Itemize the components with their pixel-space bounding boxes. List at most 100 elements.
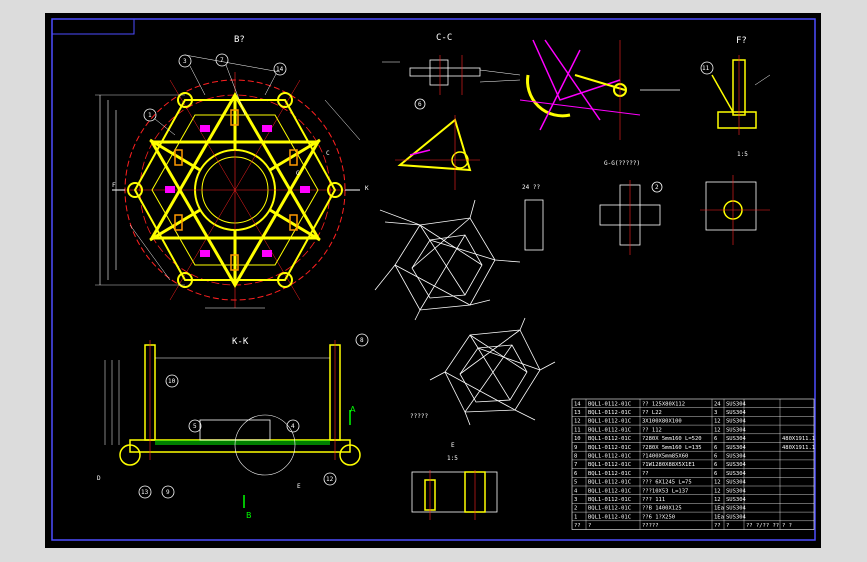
parts-table-cell-qty: 12 — [714, 480, 721, 486]
view-f-detail — [700, 55, 771, 135]
parts-table-cell-code: BQL1-0112-01C — [588, 480, 631, 486]
callout-9: 9 — [166, 489, 170, 496]
parts-table-cell-no: 11 — [574, 427, 581, 433]
parts-table-cell-no: 4 — [574, 488, 578, 494]
parts-table-cell-mat: SUS304 — [726, 445, 747, 451]
parts-table-cell-qty: 24 — [714, 401, 721, 407]
parts-table-header-qty: ?? — [714, 523, 721, 529]
parts-table-cell-qty: 6 — [714, 462, 717, 468]
parts-table-cell-no: 9 — [574, 445, 577, 451]
parts-table-cell-mat: SUS304 — [726, 488, 747, 494]
parts-table-header-note: ? ? — [782, 523, 792, 529]
callout-5: 5 — [193, 423, 197, 430]
parts-table-cell-mat: SUS304 — [726, 480, 747, 486]
parts-table-cell-no: 10 — [574, 436, 581, 442]
label-b: B — [246, 511, 252, 520]
parts-table-cell-name: ?1W1280X88X5X1E1 — [642, 462, 695, 468]
view-e-detail — [411, 470, 498, 520]
parts-table-cell-qty: 12 — [714, 488, 721, 494]
callout-10: 10 — [168, 378, 176, 385]
label-e: E — [297, 483, 301, 490]
parts-table-cell-qty: 12 — [714, 497, 721, 503]
callout-8: 8 — [360, 337, 364, 344]
label-a: A — [350, 405, 356, 414]
drawing-border — [51, 18, 816, 541]
parts-table-header-weight: ?? ?/?? ?? — [746, 523, 779, 529]
view-kk-title: K-K — [232, 337, 249, 347]
isometric-view-lower — [429, 317, 556, 426]
parts-table-cell-mat: SUS304 — [726, 436, 747, 442]
view-24-title: 24 ?? — [522, 184, 540, 191]
label-g: G — [296, 170, 300, 177]
view-gg-title: G-G(?????) — [604, 160, 640, 167]
view-e-scale: 1:5 — [447, 455, 458, 462]
parts-table-cell-code: BQL1-0112-01C — [588, 488, 631, 494]
parts-table-cell-qty: 6 — [714, 445, 717, 451]
parts-table-cell-qty: 12 — [714, 427, 721, 433]
parts-table-cell-qty: 3 — [714, 410, 717, 416]
parts-table-cell-no: 2 — [574, 506, 577, 512]
parts-table-cell-code: BQL1-0112-01C — [588, 506, 631, 512]
parts-table-cell-note: 480X1911.1 — [782, 436, 815, 442]
parts-table-header-mat: ? — [726, 523, 729, 529]
parts-table-cell-no: 5 — [574, 480, 577, 486]
parts-table-cell-no: 12 — [574, 419, 581, 425]
parts-table-cell-mat: SUS304 — [726, 410, 747, 416]
parts-table-cell-mat: SUS304 — [726, 471, 747, 477]
view-f-title: F? — [736, 36, 747, 46]
callout-14: 14 — [276, 66, 284, 73]
title-tab — [51, 18, 135, 35]
parts-table-cell-qty: 6 — [714, 436, 717, 442]
parts-table-cell-code: BQL1-0112-01C — [588, 401, 631, 407]
parts-table-cell-code: BQL1-0112-01C — [588, 454, 631, 460]
view-cc-title: C-C — [436, 33, 452, 43]
isometric-view-upper — [374, 199, 521, 321]
parts-table-cell-name: ??6 1?X250 — [642, 514, 675, 520]
callout-2: 2 — [655, 184, 659, 191]
parts-table-cell-note: 480X1911.1 — [782, 445, 815, 451]
parts-table-cell-name: ?? 112 — [642, 427, 662, 433]
isometric-label: ????? — [410, 413, 428, 420]
callout-7: 7 — [220, 57, 224, 64]
callout-11: 11 — [702, 65, 710, 72]
view-kk-elevation — [104, 333, 369, 508]
parts-table-cell-mat: SUS304 — [726, 419, 747, 425]
parts-table-cell-no: 8 — [574, 454, 577, 460]
parts-table-cell-no: 1 — [574, 514, 577, 520]
label-k: K — [365, 185, 369, 192]
parts-table-cell-qty: 12 — [714, 419, 721, 425]
parts-table-cell-mat: SUS304 — [726, 497, 747, 503]
callout-12: 12 — [326, 476, 334, 483]
parts-table-cell-qty: 6 — [714, 471, 717, 477]
parts-table-cell-qty: 1Ea — [714, 514, 724, 520]
parts-table-cell-name: ??? 111 — [642, 497, 665, 503]
parts-table-cell-mat: SUS304 — [726, 427, 747, 433]
view-f-scale: 1:5 — [737, 151, 748, 158]
parts-table-cell-mat: SUS304 — [726, 506, 747, 512]
callout-4: 4 — [291, 423, 295, 430]
parts-table-cell-name: ?? — [642, 471, 649, 477]
parts-table-cell-name: ???10X53 L=137 — [642, 488, 688, 494]
callout-1: 1 — [148, 112, 152, 119]
parts-table-cell-no: 3 — [574, 497, 577, 503]
view-gg-section — [524, 175, 770, 255]
parts-table-cell-name: ?? L22 — [642, 410, 662, 416]
detail-magenta-node — [479, 39, 680, 140]
parts-table-cell-code: BQL1-0112-01C — [588, 462, 631, 468]
parts-table-cell-no: 6 — [574, 471, 577, 477]
parts-table-cell-mat: SUS304 — [726, 514, 747, 520]
parts-table-cell-mat: SUS304 — [726, 462, 747, 468]
parts-table-cell-name: ??? 6X1245 L=75 — [642, 480, 692, 486]
parts-table-cell-name: ?280X 5mm160 L=520 — [642, 436, 702, 442]
parts-table-cell-name: ?1400X5mm85X60 — [642, 454, 688, 460]
parts-table-cell-code: BQL1-0112-01C — [588, 427, 631, 433]
callout-6: 6 — [418, 101, 422, 108]
parts-table-cell-code: BQL1-0112-01C — [588, 419, 631, 425]
parts-table-cell-code: BQL1-0112-01C — [588, 436, 631, 442]
parts-table-cell-code: BQL1-0112-01C — [588, 410, 631, 416]
parts-table-cell-no: 13 — [574, 410, 581, 416]
parts-table-cell-name: ??B 1400X125 — [642, 506, 682, 512]
label-c: C — [326, 150, 330, 157]
parts-table-cell-code: BQL1-0112-01C — [588, 497, 631, 503]
